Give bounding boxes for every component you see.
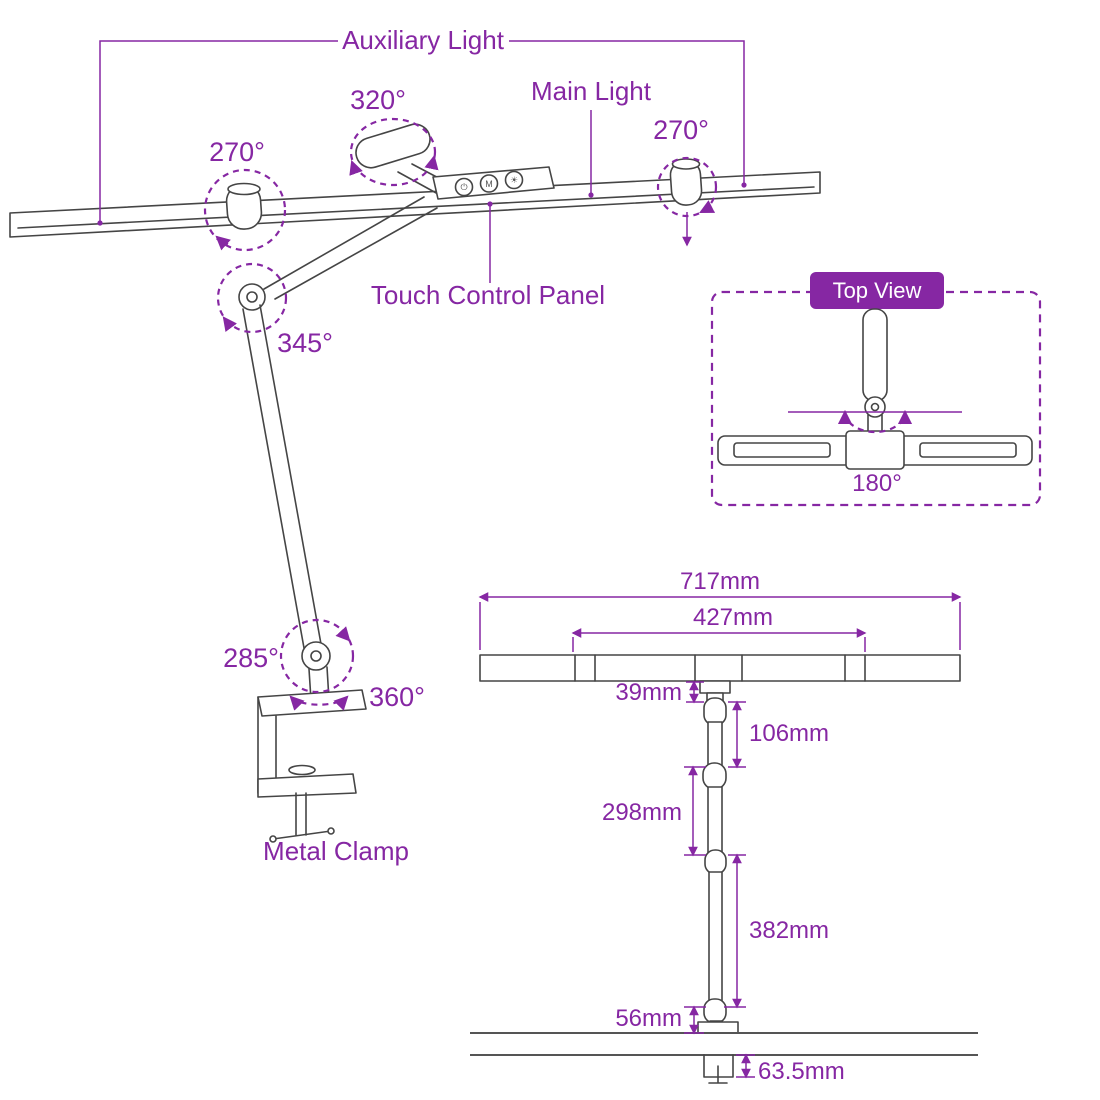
metal-clamp-label: Metal Clamp [263, 836, 409, 866]
dim-clamp-grip: 63.5mm [758, 1058, 845, 1085]
mode-button-icon [479, 174, 499, 193]
callout-leaders [97, 40, 747, 283]
power-button-icon [454, 177, 474, 197]
dim-center-mount [699, 680, 731, 694]
brightness-glyph: ☀ [510, 175, 518, 185]
rotation-head-pivot: 320° [349, 85, 439, 187]
left-hinge [225, 182, 263, 230]
elbow-angle: 345° [277, 328, 333, 358]
dim-light-bar [479, 654, 961, 682]
left-hinge-angle: 270° [209, 137, 265, 167]
lamp-line-art: ⏻ M ☀ [9, 123, 821, 843]
rotation-left-hinge: 270° [203, 137, 287, 252]
dimension-view-art [470, 654, 978, 1084]
dim-lower-arm: 382mm [749, 917, 829, 944]
pole-swivel-angle: 360° [369, 682, 425, 712]
clamp-pad [288, 764, 316, 776]
head-pivot-angle: 320° [350, 85, 406, 115]
top-view-center-block [845, 430, 905, 470]
dim-clamp-above-desk: 56mm [615, 1005, 682, 1032]
top-view-title: Top View [833, 278, 922, 303]
aux-right-leader [509, 40, 745, 185]
elbow-joint-pin [246, 291, 258, 303]
touch-control-panel-label: Touch Control Panel [371, 280, 605, 310]
brightness-button-icon [504, 170, 524, 190]
dim-upper-link: 106mm [749, 720, 829, 747]
top-view-arm [862, 308, 888, 402]
dim-center-bar-width: 427mm [693, 604, 773, 631]
top-view-swivel-angle: 180° [852, 470, 902, 497]
dim-neck-height: 39mm [615, 679, 682, 706]
aux-left-leader [99, 40, 338, 223]
lower-joint-angle: 285° [223, 643, 279, 673]
lower-joint-pin [310, 650, 322, 662]
dimension-annotations: 717mm 427mm 39mm 106mm 298mm 382mm 56mm … [478, 568, 962, 1085]
clamp-screw [295, 792, 307, 836]
right-hinge [669, 158, 703, 206]
head-pivot-cylinder [355, 123, 431, 169]
top-view-badge [810, 272, 944, 309]
right-hinge-angle: 270° [653, 115, 709, 145]
power-glyph: ⏻ [460, 182, 467, 192]
main-light-label: Main Light [531, 76, 652, 106]
auxiliary-light-label: Auxiliary Light [342, 25, 505, 55]
dim-pole [702, 692, 727, 1034]
dim-clamp-top [697, 1021, 739, 1034]
top-view-panel: Top View 180° [710, 272, 1042, 507]
dim-overall-width: 717mm [680, 568, 760, 595]
top-view-swivel-arc [837, 409, 913, 434]
rotation-elbow: 345° [216, 262, 333, 358]
desk-surface [470, 1032, 978, 1056]
long-arm [242, 304, 322, 649]
touch-control-panel-drawing: ⏻ M ☀ [432, 166, 555, 200]
mode-glyph: M [485, 179, 493, 189]
rotation-lower-joint: 285° [223, 618, 355, 694]
dim-middle-arm: 298mm [602, 799, 682, 826]
metal-clamp-drawing [257, 689, 367, 843]
rotation-right-hinge: 270° [653, 115, 718, 247]
upper-link-arm [263, 196, 438, 300]
dim-clamp-bottom [703, 1054, 734, 1084]
rotation-pole-swivel: 360° [289, 682, 425, 712]
clamp-handle [272, 830, 332, 840]
